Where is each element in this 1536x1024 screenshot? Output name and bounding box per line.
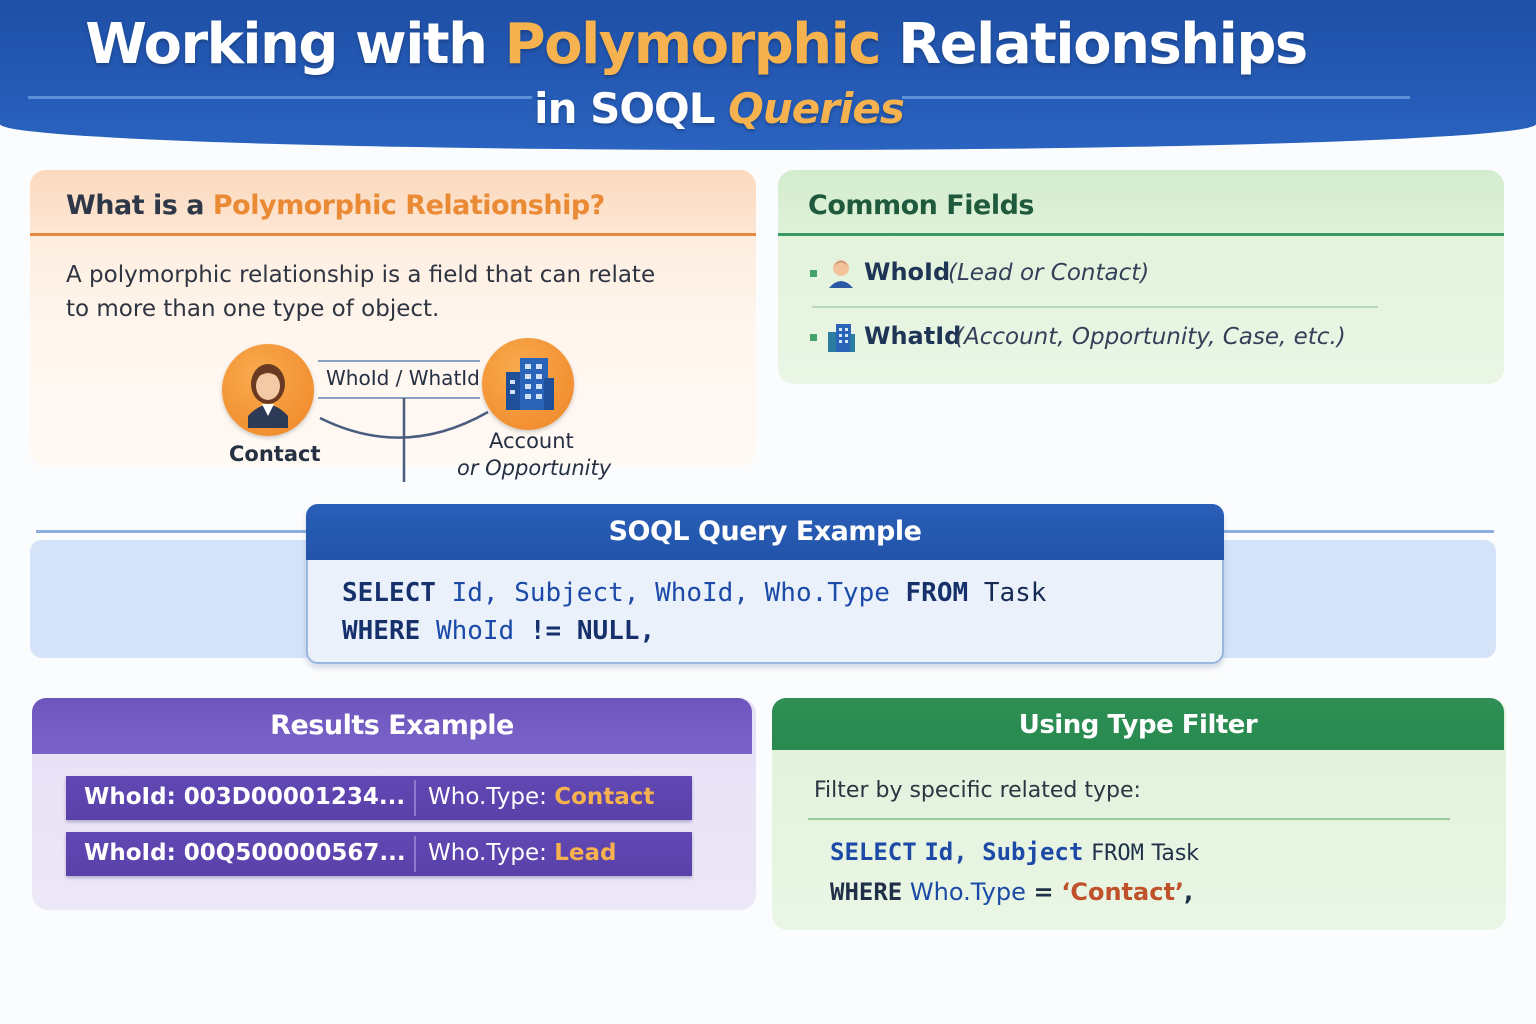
field-item-whoid: WhoId (Lead or Contact) — [810, 254, 1470, 294]
filter-line-1: SELECT Id, Subject FROM Task — [830, 838, 1200, 866]
what-is-heading: What is a Polymorphic Relationship? — [66, 190, 605, 221]
result-row: WhoId: 003D00001234... Who.Type: Contact — [66, 776, 692, 820]
bullet — [810, 334, 817, 341]
link-label: WhoId / WhatId — [326, 366, 480, 390]
what-is-card: What is a Polymorphic Relationship? A po… — [30, 170, 756, 466]
type-filter-heading: Using Type Filter — [1018, 710, 1258, 740]
result-whoid: WhoId: 00Q500000567... — [84, 840, 406, 866]
header-rule-right — [902, 96, 1410, 99]
type-filter-description: Filter by specific related type: — [814, 778, 1141, 803]
what-is-header: What is a Polymorphic Relationship? — [30, 170, 756, 236]
person-icon — [829, 260, 853, 288]
relationship-diagram: WhoId / WhatId Contact Account or Opport… — [200, 330, 620, 500]
person-icon — [248, 364, 288, 428]
soql-example-heading: SOQL Query Example — [608, 516, 922, 547]
filter-line-2: WHERE Who.Type = ‘Contact’, — [830, 878, 1194, 906]
soql-line-1: SELECT Id, Subject, WhoId, Who.Type FROM… — [342, 578, 1047, 608]
type-filter-header: Using Type Filter — [772, 698, 1504, 750]
bullet — [810, 270, 817, 277]
account-label: Account — [489, 429, 574, 453]
results-card: Results Example WhoId: 003D00001234... W… — [32, 698, 756, 910]
cell-divider — [414, 836, 416, 872]
band-rule-right — [1224, 530, 1494, 533]
what-is-description: A polymorphic relationship is a field th… — [66, 262, 656, 322]
field-divider — [812, 306, 1378, 308]
soql-example-header: SOQL Query Example — [306, 504, 1224, 560]
type-filter-card: Using Type Filter Filter by specific rel… — [772, 698, 1506, 930]
soql-example-card: SOQL Query Example SELECT Id, Subject, W… — [306, 504, 1224, 664]
cell-divider — [414, 780, 416, 816]
type-filter-divider — [808, 818, 1450, 820]
result-whoid: WhoId: 003D00001234... — [84, 784, 406, 810]
building-icon — [828, 324, 855, 352]
result-type: Who.Type: Contact — [428, 784, 655, 810]
account-circle — [482, 338, 574, 430]
field-types: (Lead or Contact) — [948, 260, 1150, 286]
opportunity-label: or Opportunity — [457, 456, 612, 480]
band-rule-left — [36, 530, 306, 533]
common-fields-card: Common Fields WhoId (Lead or Contact) Wh… — [778, 170, 1504, 384]
field-name: WhoId — [864, 258, 951, 286]
results-heading: Results Example — [270, 710, 514, 741]
results-header: Results Example — [32, 698, 752, 754]
page-title: Working with Polymorphic Relationships — [85, 12, 1308, 77]
header-banner — [0, 0, 1536, 150]
relationship-lines — [318, 360, 489, 482]
building-icon — [506, 358, 554, 410]
page-subtitle: in SOQL Queries — [534, 84, 905, 133]
result-type: Who.Type: Lead — [428, 840, 617, 866]
header-rule-left — [28, 96, 532, 99]
contact-label: Contact — [229, 442, 321, 466]
result-row: WhoId: 00Q500000567... Who.Type: Lead — [66, 832, 692, 876]
field-item-whatid: WhatId (Account, Opportunity, Case, etc.… — [810, 318, 1470, 358]
field-types: (Account, Opportunity, Case, etc.) — [955, 324, 1346, 350]
contact-circle — [222, 344, 314, 436]
soql-line-2: WHERE WhoId != NULL, — [342, 616, 656, 646]
field-name: WhatId — [864, 322, 962, 350]
common-fields-heading: Common Fields — [808, 190, 1034, 221]
common-fields-header: Common Fields — [778, 170, 1504, 236]
